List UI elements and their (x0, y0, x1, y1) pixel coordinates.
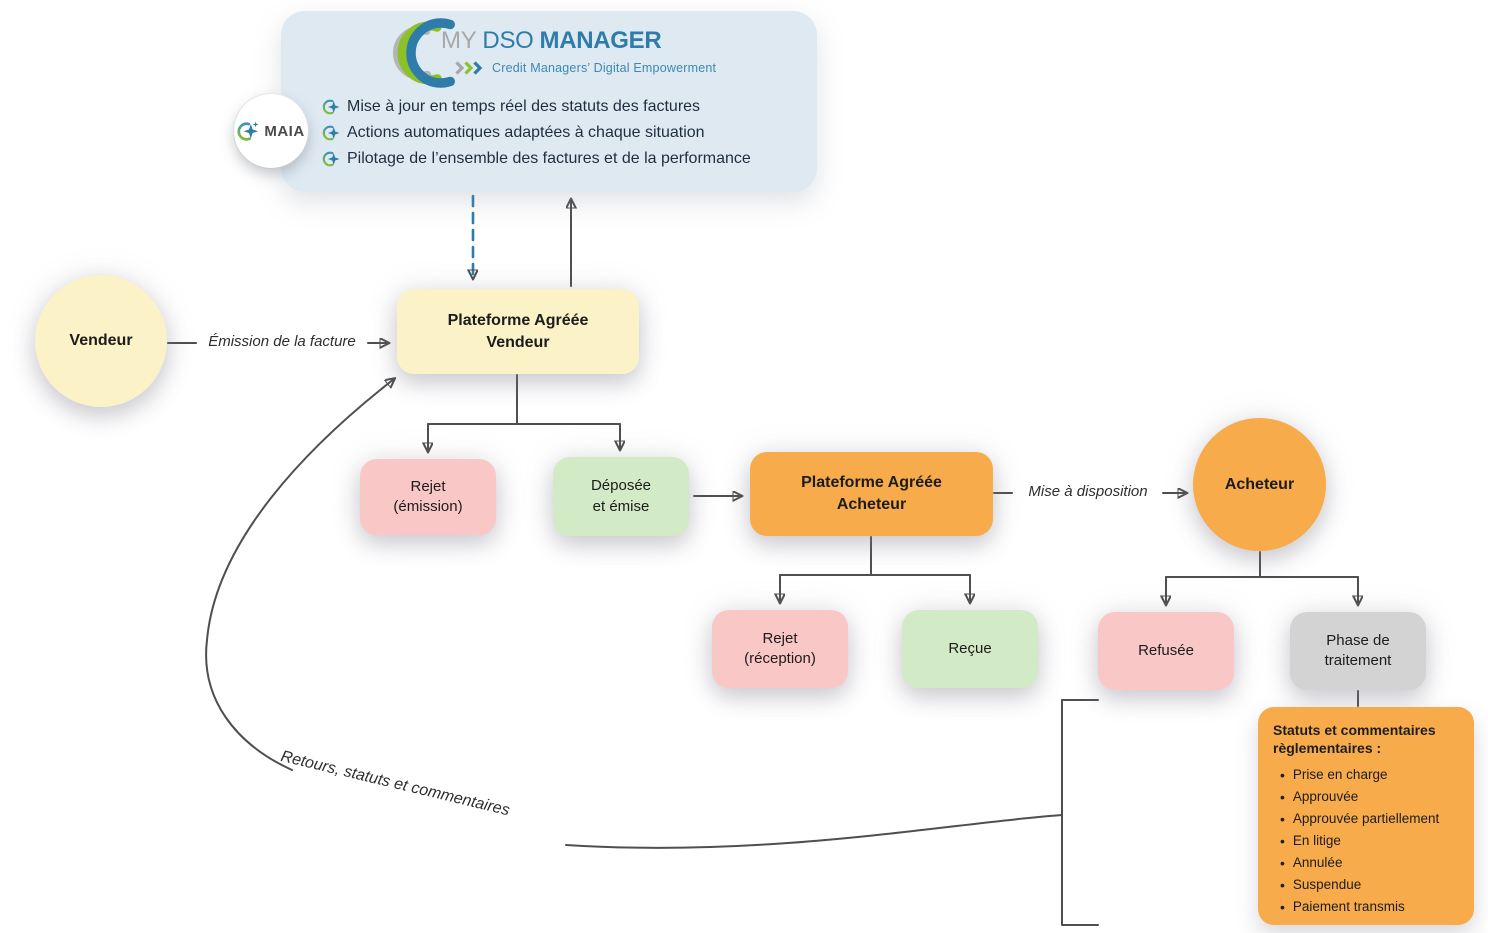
node-rejet-reception: Rejet (réception) (712, 610, 848, 688)
statuts-title: Statuts et commentaires règlementaires : (1273, 722, 1436, 757)
mydso-panel (281, 11, 817, 192)
statuts-item: Paiement transmis (1273, 896, 1462, 918)
maia-badge: MAIA (234, 94, 308, 168)
tree-acheteur (1165, 551, 1359, 578)
node-recue: Reçue (902, 610, 1038, 688)
node-rejet-emission: Rejet (émission) (360, 459, 496, 535)
panel-bullet-list: Mise à jour en temps réel des statuts de… (322, 94, 751, 172)
maia-label: MAIA (264, 122, 305, 140)
panel-bullet-item: Mise à jour en temps réel des statuts de… (322, 94, 751, 120)
statuts-list: Prise en charge Approuvée Approuvée part… (1273, 764, 1462, 918)
node-plateforme-agreee-vendeur: Plateforme Agréée Vendeur (397, 289, 639, 374)
sparkle-crescent-icon (322, 99, 340, 115)
statuts-item: Prise en charge (1273, 764, 1462, 786)
node-deposee-et-emise: Déposée et émise (553, 457, 689, 536)
logo-tagline-text: Credit Managers’ Digital Empowerment (492, 61, 717, 75)
mydso-logo-tagline: Credit Managers’ Digital Empowerment (455, 61, 716, 75)
feedback-curve-right (565, 814, 1063, 849)
statuts-item: Annulée (1273, 852, 1462, 874)
feedback-bracket (1061, 699, 1099, 926)
statuts-item: Suspendue (1273, 874, 1462, 896)
maia-icon (237, 121, 259, 141)
statuts-reglementaires-box: Statuts et commentaires règlementaires :… (1258, 707, 1474, 925)
logo-manager: MANAGER (539, 27, 662, 54)
statuts-item: Approuvée partiellement (1273, 808, 1462, 830)
edge-label-retours-statuts: Retours, statuts et commentaires (279, 748, 512, 820)
node-plateforme-agreee-acheteur: Plateforme Agréée Acheteur (750, 452, 993, 536)
tree-pv (427, 374, 621, 425)
statuts-item: En litige (1273, 830, 1462, 852)
sparkle-crescent-icon (322, 125, 340, 141)
node-phase-de-traitement: Phase de traitement (1290, 612, 1426, 690)
chevrons-icon (455, 61, 483, 75)
logo-my: MY (441, 27, 477, 54)
tree-pa (779, 536, 971, 576)
panel-bullet-item: Pilotage de l’ensemble des factures et d… (322, 146, 751, 172)
feedback-curve-left (205, 379, 394, 771)
logo-dso: DSO (482, 27, 534, 54)
edge-label-mise-a-disposition: Mise à disposition (1028, 483, 1148, 500)
node-refusee: Refusée (1098, 612, 1234, 690)
panel-bullet-text: Actions automatiques adaptées à chaque s… (347, 124, 705, 141)
node-acheteur: Acheteur (1193, 418, 1326, 551)
panel-bullet-text: Pilotage de l’ensemble des factures et d… (347, 150, 751, 167)
node-vendeur: Vendeur (35, 275, 167, 407)
statuts-item: Approuvée (1273, 786, 1462, 808)
panel-bullet-text: Mise à jour en temps réel des statuts de… (347, 98, 701, 115)
edge-label-emission-facture: Émission de la facture (208, 333, 356, 350)
mydso-logo-icon (393, 18, 476, 88)
panel-bullet-item: Actions automatiques adaptées à chaque s… (322, 120, 751, 146)
sparkle-crescent-icon (322, 151, 340, 167)
